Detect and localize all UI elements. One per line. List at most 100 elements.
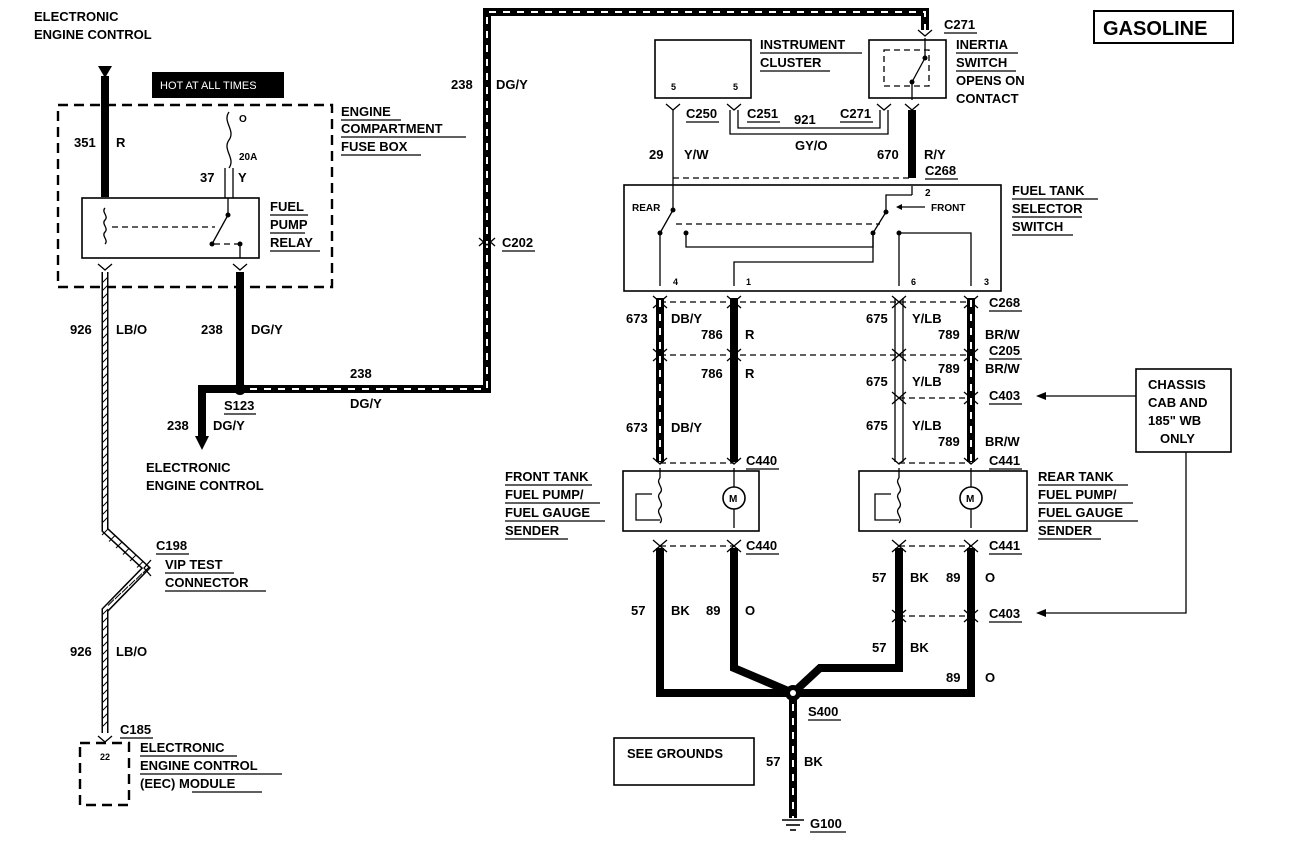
wire-37-label: 37 [200, 170, 214, 185]
eec-module-label: ELECTRONIC [140, 740, 225, 755]
fuse-rating: 20A [239, 152, 257, 163]
svg-text:5: 5 [733, 82, 738, 92]
chassis-note-box [1135, 368, 1232, 453]
svg-text:C251: C251 [747, 106, 778, 121]
ground-icon [782, 819, 804, 831]
svg-text:57: 57 [766, 754, 780, 769]
svg-text:CHASSIS: CHASSIS [1148, 377, 1206, 392]
fuse-box-label: ENGINE [341, 104, 391, 119]
svg-text:BK: BK [910, 570, 929, 585]
fuse-o-label: O [239, 114, 247, 125]
arrow-left-icon [1036, 392, 1046, 400]
svg-text:C250: C250 [686, 106, 717, 121]
svg-text:29: 29 [649, 147, 663, 162]
fuse-icon [226, 111, 232, 169]
svg-text:1: 1 [746, 277, 751, 287]
svg-text:C268: C268 [925, 163, 956, 178]
svg-text:C205: C205 [989, 343, 1020, 358]
svg-text:789: 789 [938, 361, 960, 376]
arrow-down-icon [98, 66, 112, 78]
svg-text:O: O [985, 570, 995, 585]
svg-text:6: 6 [911, 277, 916, 287]
svg-text:DG/Y: DG/Y [350, 396, 382, 411]
front-tank-label-2: FUEL PUMP/ [505, 487, 584, 502]
svg-text:SEE GROUNDS: SEE GROUNDS [627, 746, 723, 761]
s123-label: S123 [224, 398, 254, 413]
selector-label: FUEL TANK [1012, 183, 1085, 198]
svg-text:M: M [966, 494, 974, 505]
svg-text:238: 238 [451, 77, 473, 92]
wire-351-color: R [116, 135, 126, 150]
svg-text:238: 238 [167, 418, 189, 433]
svg-text:5: 5 [671, 82, 676, 92]
svg-text:786: 786 [701, 327, 723, 342]
svg-text:DG/Y: DG/Y [496, 77, 528, 92]
svg-text:DG/Y: DG/Y [213, 418, 245, 433]
wire-89-front [730, 548, 795, 697]
inertia-label-2: SWITCH [956, 55, 1007, 70]
svg-text:C441: C441 [989, 453, 1020, 468]
wire-57-front [656, 548, 793, 697]
svg-text:238: 238 [350, 366, 372, 381]
inertia-label-4: CONTACT [956, 91, 1019, 106]
svg-text:BR/W: BR/W [985, 361, 1020, 376]
eec-module [78, 741, 131, 807]
see-grounds-box [613, 737, 755, 786]
vip-label-2: CONNECTOR [165, 575, 249, 590]
fuse-box-label-3: FUSE BOX [341, 139, 408, 154]
wire-37-color: Y [238, 170, 247, 185]
svg-text:G100: G100 [810, 816, 842, 831]
inertia-label: INERTIA [956, 37, 1009, 52]
svg-text:S400: S400 [808, 704, 838, 719]
svg-text:4: 4 [673, 277, 678, 287]
svg-text:89: 89 [706, 603, 720, 618]
svg-text:238: 238 [201, 322, 223, 337]
svg-text:C440: C440 [746, 453, 777, 468]
svg-text:Y/LB: Y/LB [912, 418, 942, 433]
hot-banner-text: HOT AT ALL TIMES [160, 80, 257, 92]
relay-label-3: RELAY [270, 235, 313, 250]
svg-text:673: 673 [626, 311, 648, 326]
svg-text:M: M [729, 494, 737, 505]
svg-text:GY/O: GY/O [795, 138, 828, 153]
fuse-box-outline [56, 103, 334, 289]
svg-text:670: 670 [877, 147, 899, 162]
rear-tank-label-3: FUEL GAUGE [1038, 505, 1123, 520]
svg-text:DB/Y: DB/Y [671, 311, 702, 326]
svg-text:BK: BK [910, 640, 929, 655]
svg-text:BR/W: BR/W [985, 434, 1020, 449]
svg-text:22: 22 [100, 752, 110, 762]
svg-text:REAR: REAR [632, 203, 661, 214]
svg-text:Y/W: Y/W [684, 147, 709, 162]
wire-351-label: 351 [74, 135, 96, 150]
svg-text:2: 2 [925, 188, 931, 199]
diagram-title: GASOLINE [1103, 18, 1207, 40]
front-tank-label: FRONT TANK [505, 469, 589, 484]
svg-text:786: 786 [701, 366, 723, 381]
title-box [1093, 10, 1234, 44]
selector-label-2: SELECTOR [1012, 201, 1083, 216]
c202-label: C202 [502, 235, 533, 250]
arrow-left-icon-2 [1036, 609, 1046, 617]
wire-238-main [240, 8, 929, 393]
svg-text:C441: C441 [989, 538, 1020, 553]
eec-module-label-2: ENGINE CONTROL [140, 758, 258, 773]
svg-text:89: 89 [946, 670, 960, 685]
svg-text:89: 89 [946, 570, 960, 585]
cluster-label: INSTRUMENT [760, 37, 845, 52]
hot-banner [152, 72, 284, 98]
svg-text:BR/W: BR/W [985, 327, 1020, 342]
front-tank-sender [622, 470, 760, 532]
relay-label: FUEL [270, 199, 304, 214]
inertia-label-3: OPENS ON [956, 73, 1025, 88]
svg-text:673: 673 [626, 420, 648, 435]
svg-text:LB/O: LB/O [116, 322, 147, 337]
svg-text:CAB AND: CAB AND [1148, 395, 1207, 410]
svg-text:789: 789 [938, 434, 960, 449]
relay-label-2: PUMP [270, 217, 308, 232]
front-tank-label-4: SENDER [505, 523, 560, 538]
fuel-pump-relay [81, 197, 260, 259]
svg-text:C403: C403 [989, 388, 1020, 403]
svg-text:C440: C440 [746, 538, 777, 553]
eec-mid-label-2: ENGINE CONTROL [146, 478, 264, 493]
